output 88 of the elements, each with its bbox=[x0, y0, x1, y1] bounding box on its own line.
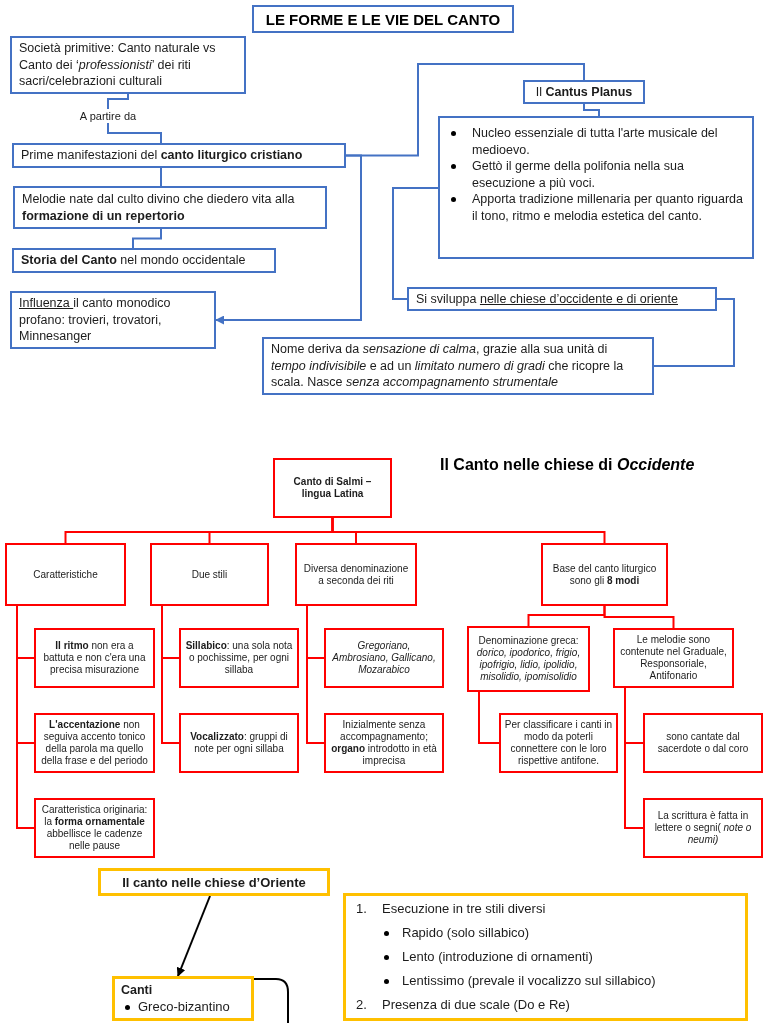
bullet-text: Apporta tradizione millenaria per quanto riguarda il tono, ritmo e melodia estetica del canto. bbox=[472, 191, 744, 224]
concept-box bbox=[150, 543, 269, 606]
box-text: Influenza il canto monodico profano: trovieri, trovatori, Minnesanger bbox=[19, 295, 172, 345]
box-text: Storia del Canto nel mondo occidentale bbox=[21, 252, 247, 269]
concept-box bbox=[643, 798, 763, 858]
concept-box bbox=[34, 798, 155, 858]
concept-box bbox=[438, 116, 754, 259]
box-text: Per classificare i canti in modo da poterli connettere con le loro rispettive antifone. bbox=[504, 719, 613, 767]
list-item-text: Esecuzione in tre stili diversi bbox=[382, 900, 547, 918]
arrow bbox=[215, 154, 362, 325]
connector-line bbox=[392, 187, 439, 300]
concept-box bbox=[467, 626, 590, 692]
concept-box bbox=[407, 287, 717, 311]
bullet-text: Nucleo essenziale di tutta l'arte musicale del medioevo. bbox=[472, 125, 719, 158]
concept-box bbox=[295, 543, 417, 606]
connector-line bbox=[160, 167, 162, 187]
concept-box bbox=[541, 543, 668, 606]
connector-line bbox=[653, 298, 735, 367]
box-text: sono cantate dal sacerdote o dal coro bbox=[656, 731, 750, 755]
bullet-text: Gettò il germe della polifonia nella sua esecuzione a più voci. bbox=[472, 158, 685, 191]
bullet-text: Lentissimo (prevale il vocalizzo sul sillabico) bbox=[402, 972, 657, 990]
connector-line bbox=[16, 605, 35, 829]
connector-line bbox=[331, 517, 606, 544]
box-text: Melodie nate dal culto divino che diedero vita alla formazione di un repertorio bbox=[22, 191, 296, 224]
connector-line bbox=[478, 691, 500, 744]
concept-box bbox=[179, 713, 299, 773]
concept-box bbox=[34, 713, 155, 773]
concept-box bbox=[10, 36, 246, 94]
concept-box bbox=[10, 291, 216, 349]
box-text: Inizialmente senza accompagnamento; organo introdotto in età imprecisa bbox=[330, 719, 438, 767]
connector-line bbox=[583, 103, 600, 117]
concept-box bbox=[179, 628, 299, 688]
box-text: Denominazione greca: dorico, ipodorico, frigio, ipofrigio, lidio, ipolidio, misolidio, ipomisolidio bbox=[475, 635, 582, 683]
connector-line bbox=[306, 605, 325, 744]
list-heading: Canti bbox=[121, 982, 154, 999]
list-number: 2. bbox=[356, 996, 368, 1014]
section-heading: Il Canto nelle chiese di Occidente bbox=[440, 456, 695, 474]
box-text: Il canto nelle chiese d’Oriente bbox=[122, 874, 306, 890]
concept-box bbox=[523, 80, 645, 104]
box-text: Società primitive: Canto naturale vs Canto dei ‘professionisti’ dei riti sacri/celebrazioni culturali bbox=[19, 40, 217, 90]
box-text: Prime manifestazioni del canto liturgico cristiano bbox=[21, 147, 304, 164]
box-text: Caratteristiche bbox=[33, 568, 98, 581]
concept-box bbox=[273, 458, 392, 518]
concept-box bbox=[12, 248, 276, 273]
bullet-text: Lento (introduzione di ornamenti) bbox=[402, 948, 594, 966]
list-number: 1. bbox=[356, 900, 368, 918]
bullet-text: Greco-bizantino bbox=[138, 999, 231, 1016]
connector-line bbox=[107, 93, 162, 144]
bullet-text: Rapido (solo sillabico) bbox=[402, 924, 531, 942]
arrow bbox=[176, 895, 211, 977]
concept-box bbox=[13, 186, 327, 229]
concept-box bbox=[643, 713, 763, 773]
edge-label: A partire da bbox=[76, 109, 140, 123]
box-text: Il ritmo non era a battuta e non c'era una precisa misurazione bbox=[42, 640, 147, 676]
box-text: La scrittura è fatta in lettere o segni( note o neumi) bbox=[653, 810, 753, 846]
box-text: Gregoriano, Ambrosiano, Gallicano, Mozarabico bbox=[331, 640, 437, 676]
box-text: L'accentazione non seguiva accento tonico della parola ma quello della frase e del periodo bbox=[40, 719, 149, 767]
concept-box bbox=[324, 713, 444, 773]
box-text: Vocalizzato: gruppi di note per ogni sillaba bbox=[189, 731, 289, 755]
box-text: Si sviluppa nelle chiese d’occidente e di oriente bbox=[416, 290, 679, 308]
box-text: Sillabico: una sola nota o pochissime, per ogni sillaba bbox=[184, 640, 294, 676]
concept-box bbox=[34, 628, 155, 688]
concept-box bbox=[613, 628, 734, 688]
connector-line bbox=[345, 63, 585, 157]
connector-line bbox=[132, 228, 162, 249]
list-item-text: Presenza di due scale (Do e Re) bbox=[382, 996, 571, 1014]
heading-box bbox=[98, 868, 330, 896]
list-box bbox=[343, 893, 748, 1021]
box-text: Nome deriva da sensazione di calma, grazie alla sua unità di tempo indivisibile e ad un limitato numero di gradi che ricopre la scala. Nasce senza accompagnamento strumentale bbox=[271, 341, 625, 391]
list-box bbox=[112, 976, 254, 1021]
box-text: Base del canto liturgico sono gli 8 modi bbox=[551, 562, 658, 587]
connector-line bbox=[603, 605, 675, 629]
concept-box bbox=[12, 143, 346, 168]
connector-line bbox=[253, 978, 289, 1024]
box-text: Due stili bbox=[191, 568, 228, 581]
box-text: Diversa denominazione a seconda dei riti bbox=[302, 562, 410, 587]
box-text: Caratteristica originaria: la forma ornamentale abbellisce le cadenze nelle pause bbox=[40, 804, 149, 852]
connector-line bbox=[624, 687, 644, 829]
title-text: LE FORME E LE VIE DEL CANTO bbox=[265, 10, 501, 28]
connector-line bbox=[161, 605, 180, 744]
concept-box bbox=[262, 337, 654, 395]
box-text: Le melodie sono contenute nel Graduale, Responsoriale, Antifonario bbox=[619, 634, 728, 682]
box-text: Il Cantus Planus bbox=[535, 83, 633, 101]
concept-box bbox=[499, 713, 618, 773]
box-text: Canto di Salmi – lingua Latina bbox=[292, 476, 373, 500]
concept-box bbox=[324, 628, 444, 688]
title-box bbox=[252, 5, 514, 33]
concept-box bbox=[5, 543, 126, 606]
